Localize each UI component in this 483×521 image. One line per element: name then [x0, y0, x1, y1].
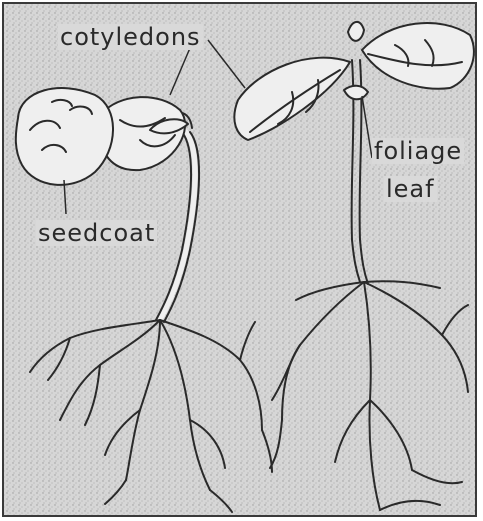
- label-cotyledons: cotyledons: [58, 24, 203, 50]
- label-seedcoat: seedcoat: [36, 220, 157, 246]
- label-foliage: foliage: [372, 138, 464, 164]
- label-leaf: leaf: [384, 176, 437, 202]
